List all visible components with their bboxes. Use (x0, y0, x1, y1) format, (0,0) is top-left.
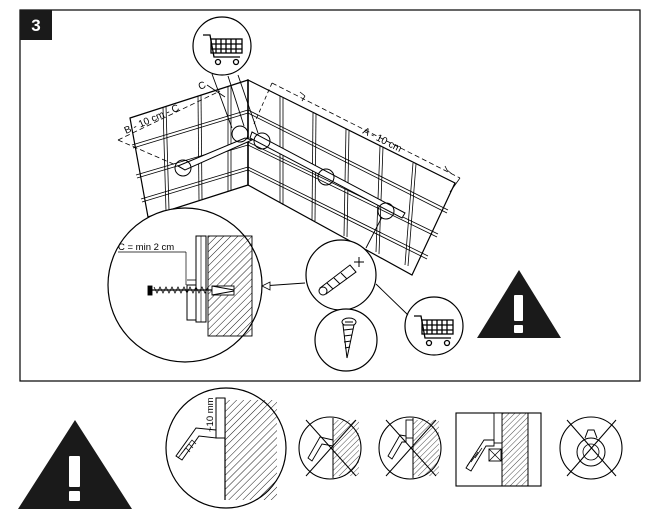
prohibited-tap-icon (559, 416, 623, 480)
dimension-a-label: A - 10 cm (361, 126, 404, 155)
correct-mount-detail (455, 412, 542, 487)
warning-triangle-icon (18, 420, 132, 509)
prohibited-icon (378, 416, 442, 480)
warning-triangle-icon (477, 270, 561, 338)
cart-callout-bottom (375, 283, 464, 356)
spacer-section (186, 284, 197, 321)
shopping-cart-icon (203, 34, 243, 66)
shopping-cart-icon (414, 315, 454, 347)
step-badge: 3 (20, 10, 52, 40)
tiled-wall-corner (129, 79, 456, 276)
min-gap-label: C = min 2 cm (118, 242, 174, 253)
dimension-lines (117, 82, 461, 193)
curtain-rail (176, 131, 406, 219)
prohibited-icon (298, 416, 362, 480)
plug-callout (305, 216, 383, 311)
mount-point-markers (174, 125, 395, 220)
detail-magnifier: C = min 2 cm (107, 207, 306, 363)
dimension-c-label: C (197, 80, 208, 93)
screw-icon (341, 317, 357, 359)
screw-in-plug (147, 285, 235, 296)
gap-label: ~10 mm (205, 397, 216, 432)
wall-plug-icon (318, 257, 364, 296)
gap-detail-circle: ~10 mm (165, 387, 287, 509)
dimension-b-label: B - 10 cm - C (123, 103, 181, 137)
step-frame (19, 9, 641, 382)
step-number: 3 (31, 16, 40, 35)
cart-callout-top (192, 16, 259, 134)
screw-callout (314, 308, 378, 372)
